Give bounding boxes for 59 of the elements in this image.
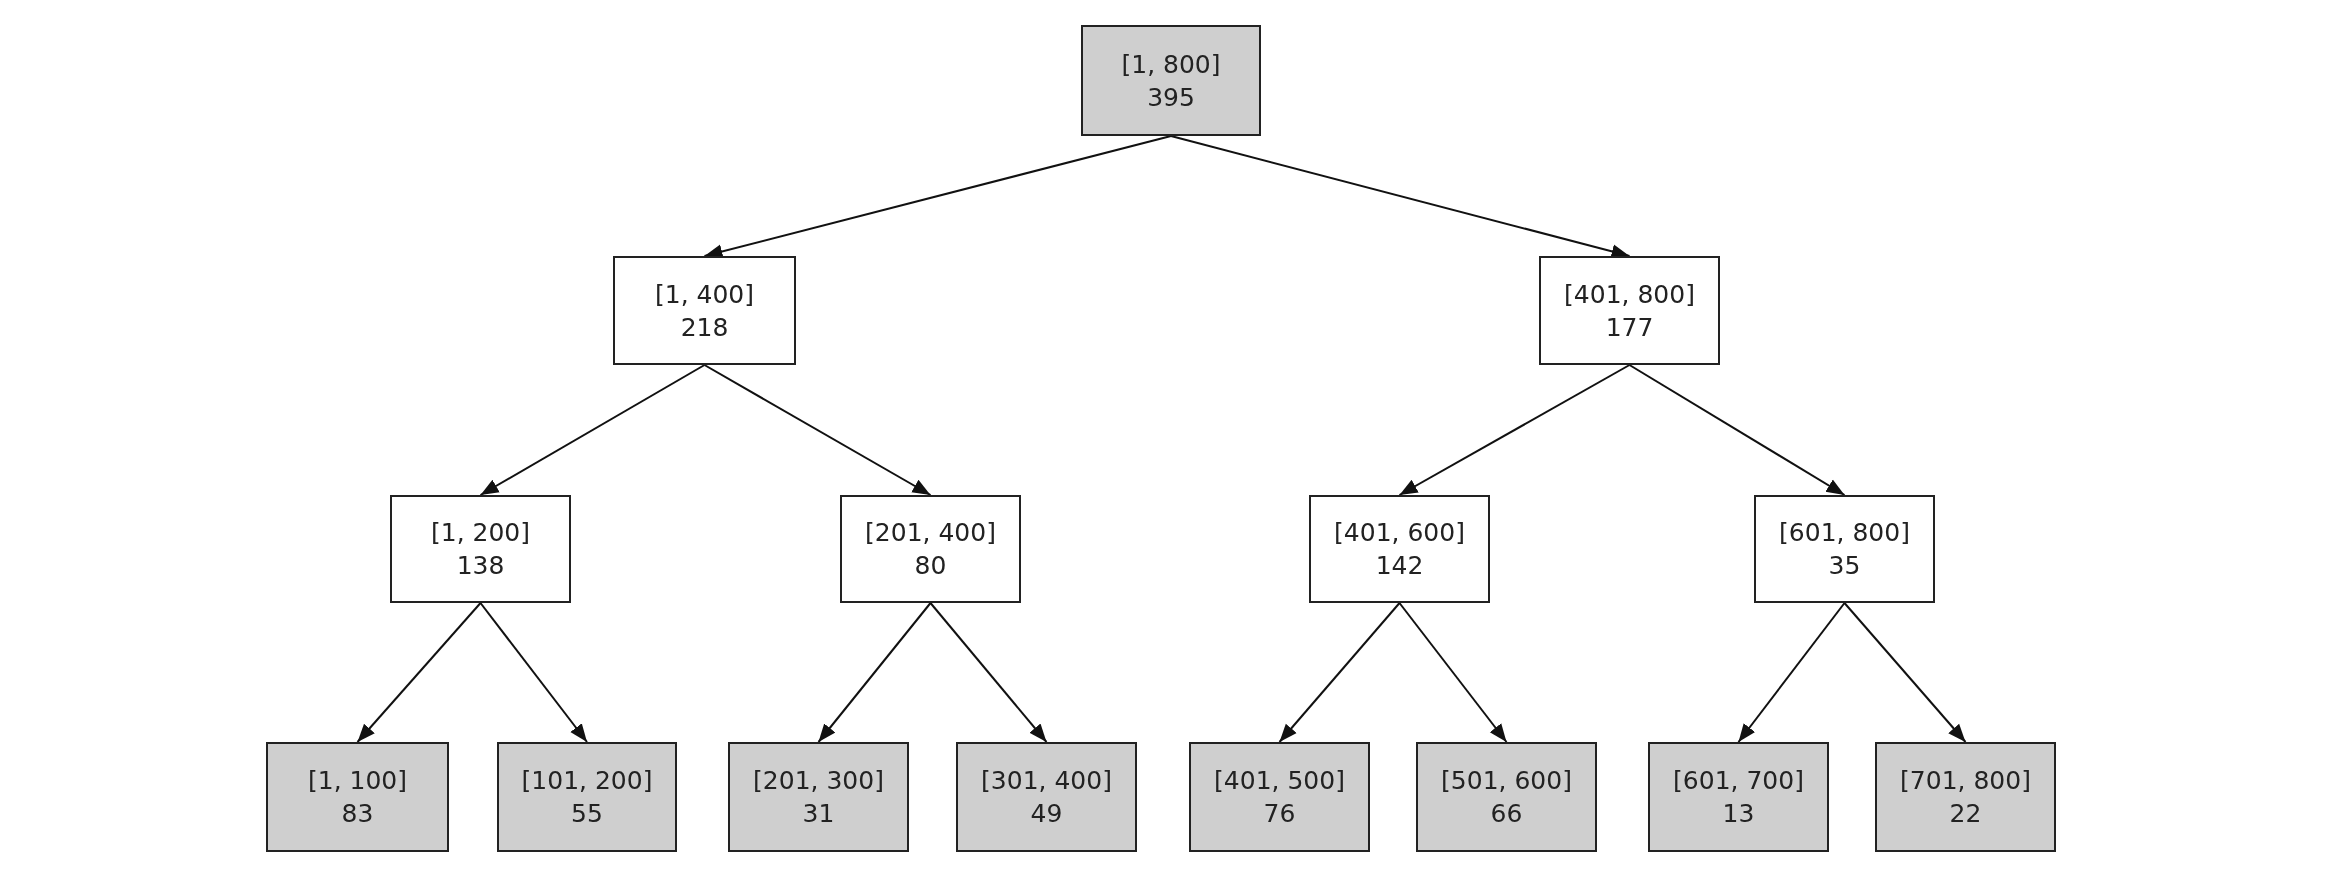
count-label: 22 (1949, 798, 1982, 830)
leaf-node-box (1416, 742, 1597, 852)
range-label: [601, 700] (1673, 765, 1804, 797)
range-label: [601, 800] (1779, 517, 1910, 549)
leaf-node-box (1875, 742, 2056, 852)
leaf-node-box (497, 742, 677, 852)
count-label: 177 (1605, 311, 1654, 344)
range-label: [101, 200] (521, 765, 653, 797)
range-label: [401, 600] (1334, 517, 1465, 549)
leaf-node-box (1081, 25, 1261, 136)
arrow (1278, 602, 1401, 743)
internal-node-box (390, 495, 571, 603)
arrow (929, 602, 1048, 743)
arrow (817, 602, 932, 743)
count-label: 35 (1828, 550, 1861, 582)
arrow (703, 135, 1172, 259)
leaf-node-box (1189, 742, 1370, 852)
count-label: 76 (1263, 798, 1296, 830)
count-label: 80 (914, 550, 947, 582)
range-label: [401, 500] (1214, 765, 1345, 797)
arrow (703, 364, 932, 496)
count-label: 49 (1030, 798, 1063, 830)
arrow (1737, 602, 1846, 743)
internal-node-box (840, 495, 1021, 603)
count-label: 55 (571, 798, 603, 830)
range-label: [1, 400] (655, 278, 754, 311)
arrow (1398, 602, 1508, 743)
arrow (1628, 364, 1846, 496)
count-label: 13 (1722, 798, 1755, 830)
arrow (479, 602, 588, 743)
count-label: 395 (1147, 81, 1195, 114)
arrow (479, 364, 706, 496)
internal-node-box (1309, 495, 1490, 603)
range-label: [501, 600] (1441, 765, 1572, 797)
internal-node-box (1539, 256, 1720, 365)
range-label: [201, 400] (865, 517, 996, 549)
count-label: 83 (341, 798, 374, 830)
arrow (356, 602, 482, 743)
count-label: 218 (680, 311, 729, 344)
arrow (1170, 135, 1631, 259)
leaf-node-box (728, 742, 909, 852)
leaf-node-box (266, 742, 449, 852)
range-label: [1, 200] (431, 517, 530, 549)
count-label: 138 (456, 550, 505, 582)
count-label: 142 (1375, 550, 1424, 582)
count-label: 66 (1490, 798, 1523, 830)
internal-node-box (1754, 495, 1935, 603)
leaf-node-box (956, 742, 1137, 852)
leaf-node-box (1648, 742, 1829, 852)
range-label: [1, 100] (308, 765, 407, 797)
range-label: [701, 800] (1900, 765, 2031, 797)
range-label: [401, 800] (1564, 278, 1695, 311)
range-label: [1, 800] (1121, 48, 1221, 81)
internal-node-box (613, 256, 796, 365)
range-label: [301, 400] (981, 765, 1112, 797)
range-label: [201, 300] (753, 765, 884, 797)
count-label: 31 (802, 798, 835, 830)
arrow (1843, 602, 1967, 743)
arrow (1398, 364, 1631, 496)
